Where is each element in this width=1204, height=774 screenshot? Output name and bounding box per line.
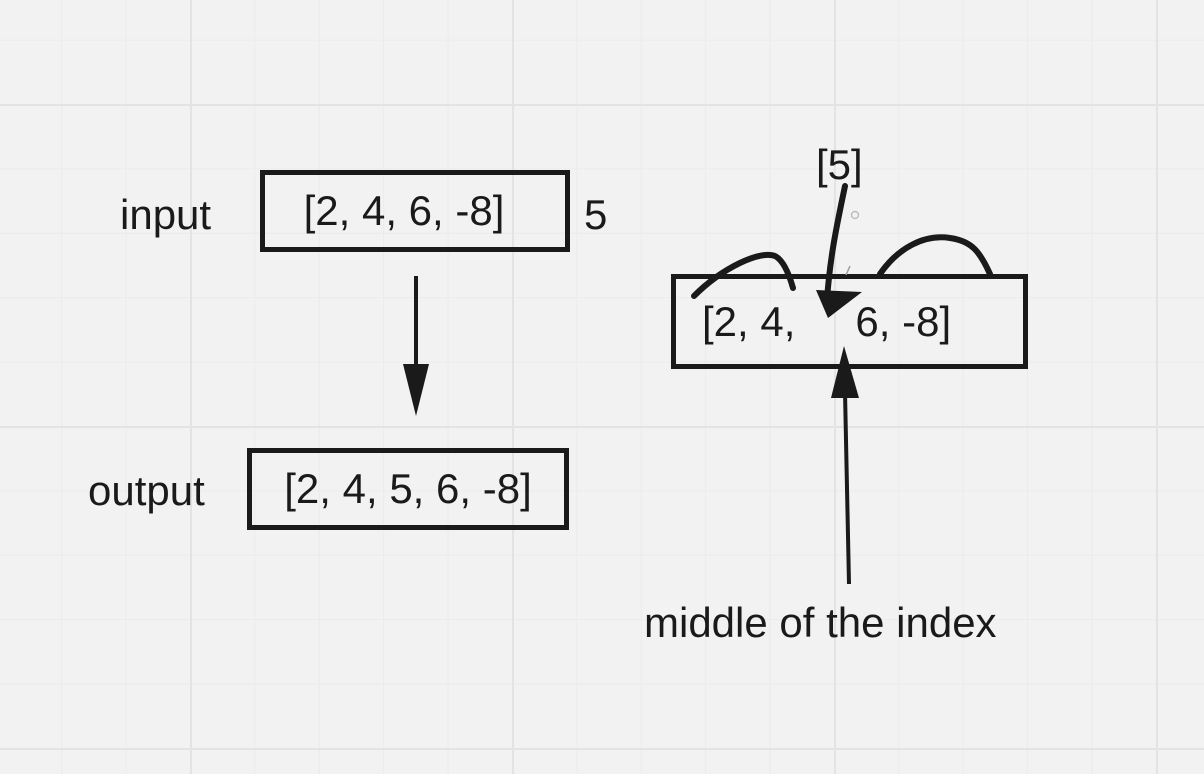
insert-value-label: [5] — [816, 141, 863, 188]
insert-arrowhead-icon — [816, 290, 862, 318]
split-array-rest: 6, -8] — [855, 297, 952, 345]
middle-arrow-shaft — [843, 391, 851, 585]
middle-arrowhead-icon — [831, 346, 859, 398]
stray-dot-mark — [850, 210, 860, 220]
output-array-box[interactable]: [2, 4, 5, 6, -8] — [247, 448, 569, 530]
input-to-output-arrowhead-icon — [403, 364, 429, 416]
input-array-text: [2, 4, 6, -8] — [303, 187, 505, 234]
insert-arrow-shaft — [824, 183, 848, 303]
right-curve-stroke — [877, 234, 993, 277]
stray-tick-mark — [845, 265, 851, 276]
split-array-first: [2, 4, — [702, 297, 796, 345]
middle-of-index-label: middle of the index — [644, 599, 997, 646]
output-label: output — [88, 467, 205, 514]
output-array-text: [2, 4, 5, 6, -8] — [284, 465, 532, 512]
input-array-box[interactable]: [2, 4, 6, -8] — [260, 170, 570, 252]
input-label: input — [120, 191, 212, 238]
input-value: 5 — [584, 191, 608, 238]
left-curve-stroke — [691, 251, 796, 299]
